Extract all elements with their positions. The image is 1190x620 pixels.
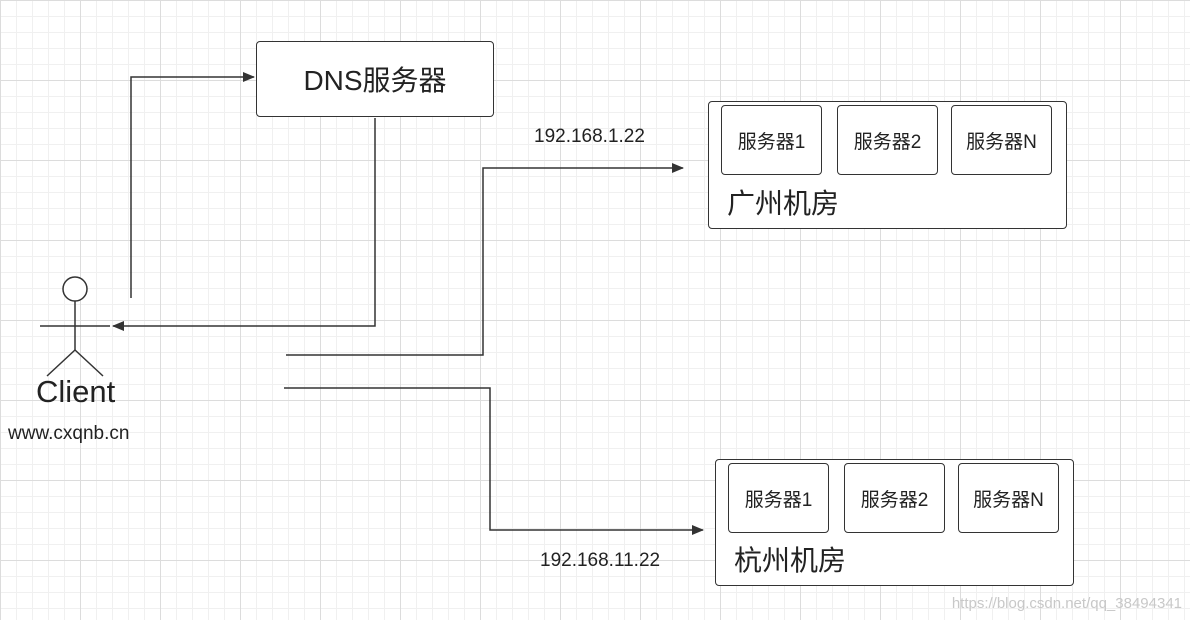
server-label: 服务器N [973, 489, 1044, 511]
server-label: 服务器1 [744, 489, 813, 511]
hangzhou-server-n: 服务器N [958, 463, 1059, 533]
hangzhou-datacenter: 服务器1 服务器2 服务器N 杭州机房 [715, 459, 1074, 586]
guangzhou-server-n: 服务器N [951, 105, 1052, 175]
hangzhou-ip-label: 192.168.11.22 [540, 550, 661, 571]
hangzhou-server-2: 服务器2 [844, 463, 945, 533]
client-actor-icon [40, 276, 110, 377]
server-label: 服务器2 [853, 131, 922, 153]
arrow-client-to-hangzhou [284, 387, 704, 535]
hangzhou-datacenter-label: 杭州机房 [734, 545, 847, 576]
guangzhou-ip-label: 192.168.1.22 [534, 126, 645, 147]
guangzhou-datacenter: 服务器1 服务器2 服务器N 广州机房 [708, 101, 1067, 229]
server-label: 服务器1 [737, 131, 806, 153]
dns-server-node: DNS服务器 [256, 41, 494, 117]
hangzhou-server-1: 服务器1 [728, 463, 829, 533]
client-label: Client [36, 374, 116, 409]
guangzhou-server-2: 服务器2 [837, 105, 938, 175]
arrow-client-to-guangzhou [286, 163, 684, 356]
client-domain: www.cxqnb.cn [8, 423, 130, 444]
dns-server-label: DNS服务器 [303, 65, 447, 96]
arrow-dns-to-client [112, 118, 376, 331]
server-label: 服务器2 [860, 489, 929, 511]
server-label: 服务器N [966, 131, 1037, 153]
guangzhou-datacenter-label: 广州机房 [727, 188, 840, 219]
arrow-client-to-dns [130, 72, 255, 298]
guangzhou-server-1: 服务器1 [721, 105, 822, 175]
watermark: https://blog.csdn.net/qq_38494341 [951, 595, 1182, 612]
